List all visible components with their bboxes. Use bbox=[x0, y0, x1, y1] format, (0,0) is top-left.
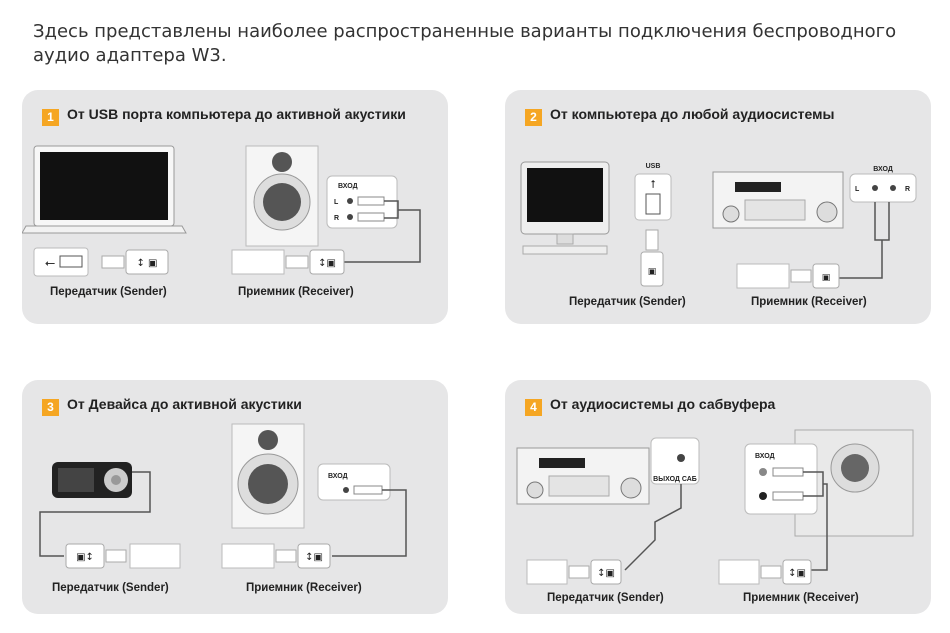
svg-text:⭡: ⭡ bbox=[650, 178, 655, 191]
av-receiver-icon bbox=[712, 171, 844, 229]
panel-3-title: 3 От Девайса до активной акустики bbox=[42, 396, 302, 416]
panel-2-title: 2 От компьютера до любой аудиосистемы bbox=[525, 106, 834, 126]
panel-4-sender-caption: Передатчик (Sender) bbox=[547, 592, 664, 604]
speaker-icon bbox=[231, 423, 305, 529]
panel-1-receiver-caption: Приемник (Receiver) bbox=[238, 286, 354, 298]
panel-2-usb-label: USB bbox=[646, 163, 661, 170]
panel-3-illustration: ▣↕ ВХОД ↕▣ bbox=[39, 423, 407, 569]
panel-2: 2 От компьютера до любой аудиосистемы USB… bbox=[505, 90, 931, 324]
intro-text: Здесь представлены наиболее распростране… bbox=[33, 21, 897, 66]
panel-3-title-text: От Девайса до активной акустики bbox=[67, 396, 302, 412]
speaker-icon bbox=[245, 145, 319, 247]
panel-1-illustration: ⭠ ↕ ▣ ВХОД L R bbox=[22, 145, 421, 277]
svg-text:↕▣: ↕▣ bbox=[305, 552, 323, 563]
svg-text:⭠: ⭠ bbox=[45, 256, 55, 271]
panel-4: 4 От аудиосистемы до сабвуфера ВЫХОД САБ … bbox=[505, 380, 931, 614]
panel-1-number: 1 bbox=[42, 109, 59, 126]
panel-1-left-label: L bbox=[334, 199, 339, 206]
panel-4-sub-out-label: ВЫХОД САБ bbox=[653, 476, 697, 483]
svg-text:↕▣: ↕▣ bbox=[788, 568, 806, 579]
svg-text:▣: ▣ bbox=[822, 273, 831, 283]
sender-dongle-icon: ▣ bbox=[640, 229, 664, 287]
panel-1-right-label: R bbox=[334, 215, 339, 222]
panel-2-title-text: От компьютера до любой аудиосистемы bbox=[550, 106, 835, 122]
input-jacks-box: ВХОД bbox=[744, 443, 818, 515]
panel-4-number: 4 bbox=[525, 399, 542, 416]
usb-port-icon: ⭠ bbox=[33, 247, 89, 277]
svg-text:↕▣: ↕▣ bbox=[597, 568, 615, 579]
panel-3-number: 3 bbox=[42, 399, 59, 416]
av-receiver-icon bbox=[516, 447, 650, 505]
receiver-dongle-icon: ↕▣ bbox=[231, 249, 345, 275]
laptop-icon bbox=[22, 145, 187, 234]
panel-4-title-text: От аудиосистемы до сабвуфера bbox=[550, 396, 776, 412]
input-jack-box: ВХОД bbox=[317, 463, 391, 501]
panel-1-title-text: От USB порта компьютера до активной акус… bbox=[67, 106, 406, 122]
svg-text:▣↕: ▣↕ bbox=[76, 552, 94, 563]
panel-4-receiver-caption: Приемник (Receiver) bbox=[743, 592, 859, 604]
svg-text:↕ ▣: ↕ ▣ bbox=[136, 258, 157, 269]
panel-2-input-label: ВХОД bbox=[873, 166, 893, 173]
subwoofer-output-box: ВЫХОД САБ bbox=[650, 437, 700, 485]
receiver-dongle-icon: ↕▣ bbox=[718, 559, 812, 585]
panel-3-input-label: ВХОД bbox=[328, 473, 348, 480]
panel-1: 1 От USB порта компьютера до активной аку… bbox=[22, 90, 448, 324]
panel-3-receiver-caption: Приемник (Receiver) bbox=[246, 582, 362, 594]
media-player-icon bbox=[52, 462, 132, 498]
panel-2-illustration: USB ⭡ ▣ ВХОД L R bbox=[520, 161, 917, 289]
panel-3: 3 От Девайса до активной акустики ▣↕ ВХОД bbox=[22, 380, 448, 614]
sender-dongle-icon: ↕ ▣ bbox=[101, 249, 169, 275]
panel-4-title: 4 От аудиосистемы до сабвуфера bbox=[525, 396, 775, 416]
panel-2-left-label: L bbox=[855, 186, 860, 193]
usb-port-box: USB ⭡ bbox=[634, 163, 672, 221]
svg-text:↕▣: ↕▣ bbox=[318, 258, 336, 269]
panel-4-input-label: ВХОД bbox=[755, 453, 775, 460]
panel-2-receiver-caption: Приемник (Receiver) bbox=[751, 296, 867, 308]
panel-2-sender-caption: Передатчик (Sender) bbox=[569, 296, 686, 308]
sender-dongle-icon: ↕▣ bbox=[526, 559, 622, 585]
panel-3-sender-caption: Передатчик (Sender) bbox=[52, 582, 169, 594]
receiver-dongle-icon: ↕▣ bbox=[221, 543, 331, 569]
panel-2-number: 2 bbox=[525, 109, 542, 126]
input-jacks-box: ВХОД L R bbox=[326, 175, 398, 229]
sender-dongle-icon: ▣↕ bbox=[65, 543, 181, 569]
panel-2-right-label: R bbox=[905, 186, 910, 193]
svg-text:▣: ▣ bbox=[648, 267, 657, 277]
panel-1-sender-caption: Передатчик (Sender) bbox=[50, 286, 167, 298]
desktop-computer-icon bbox=[520, 161, 610, 255]
panel-1-input-label: ВХОД bbox=[338, 183, 358, 190]
panel-1-title: 1 От USB порта компьютера до активной аку… bbox=[42, 106, 406, 126]
receiver-dongle-icon: ▣ bbox=[736, 263, 840, 289]
input-jacks-box: ВХОД L R bbox=[849, 166, 917, 203]
panel-4-illustration: ВЫХОД САБ ↕▣ ВХОД ↕▣ bbox=[516, 429, 914, 585]
